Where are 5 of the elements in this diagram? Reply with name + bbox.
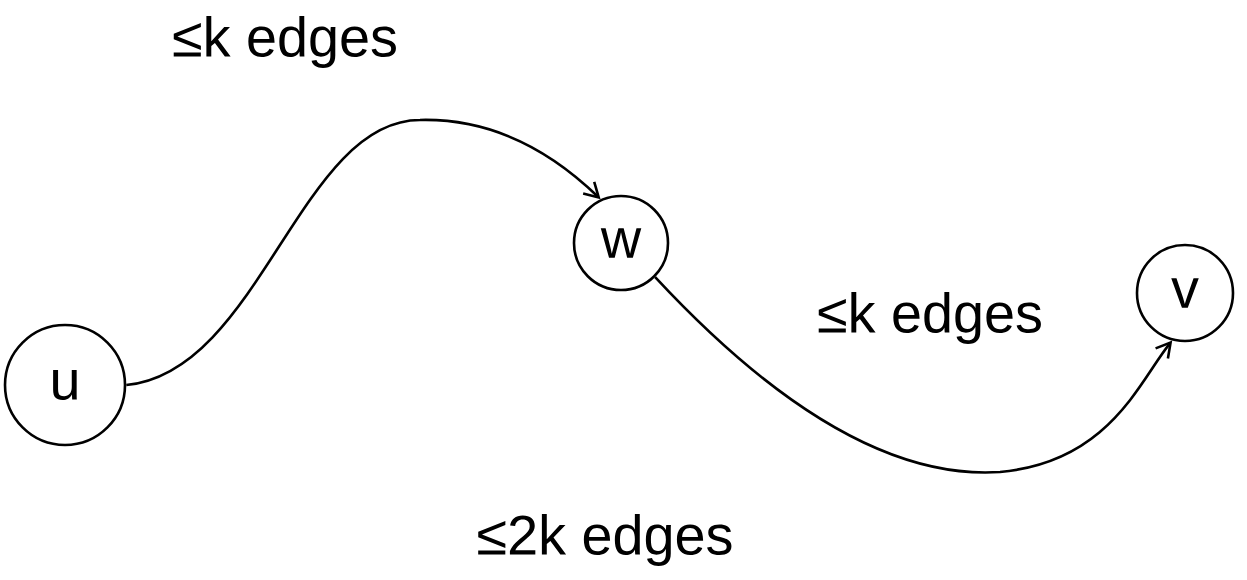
edge-label: ≤k edges bbox=[815, 290, 1045, 346]
arrow bbox=[126, 118, 601, 387]
edge-label: ≤k edges bbox=[170, 14, 400, 70]
arrow bbox=[654, 276, 1173, 474]
path-length-label: ≤2k edges bbox=[478, 514, 732, 566]
